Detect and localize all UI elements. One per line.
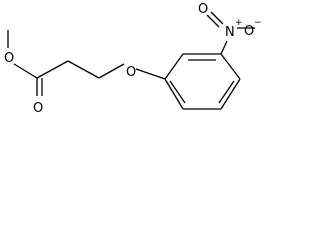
bond-nitro-o-top-double: [210, 11, 224, 25]
bond-nitro-o-top: [206, 14, 220, 28]
ether-oxygen-label: O: [126, 65, 136, 80]
ring-inner-bond-right: [218, 80, 235, 104]
nitrogen-charge-label: +: [235, 18, 243, 28]
ring-bond-4: [220, 78, 241, 110]
bond-ether-o-ring: [135, 68, 166, 80]
ester-oxygen-label: O: [4, 51, 14, 66]
ring-bond-1: [164, 53, 184, 80]
bond-carbonyl-ch2: [36, 60, 69, 79]
nitro-oxygen-charge-label: −: [254, 18, 262, 28]
nitro-oxygen-top-label: O: [198, 2, 208, 17]
ring-bond-6: [164, 78, 184, 110]
nitrogen-label: N: [225, 25, 235, 40]
bond-ch2-ch2: [67, 60, 100, 79]
nitro-oxygen-right-label: O: [244, 24, 254, 39]
bond-o-carbonyl-carbon: [13, 63, 38, 79]
bond-ch2-ether-o: [98, 63, 125, 79]
bond-ring-nitro: [220, 40, 228, 55]
ring-bond-3: [220, 53, 241, 80]
ring-inner-bond-left: [169, 80, 186, 104]
structure-diagram: O O O N + O O −: [4, 2, 262, 116]
carbonyl-oxygen-label: O: [33, 101, 43, 116]
